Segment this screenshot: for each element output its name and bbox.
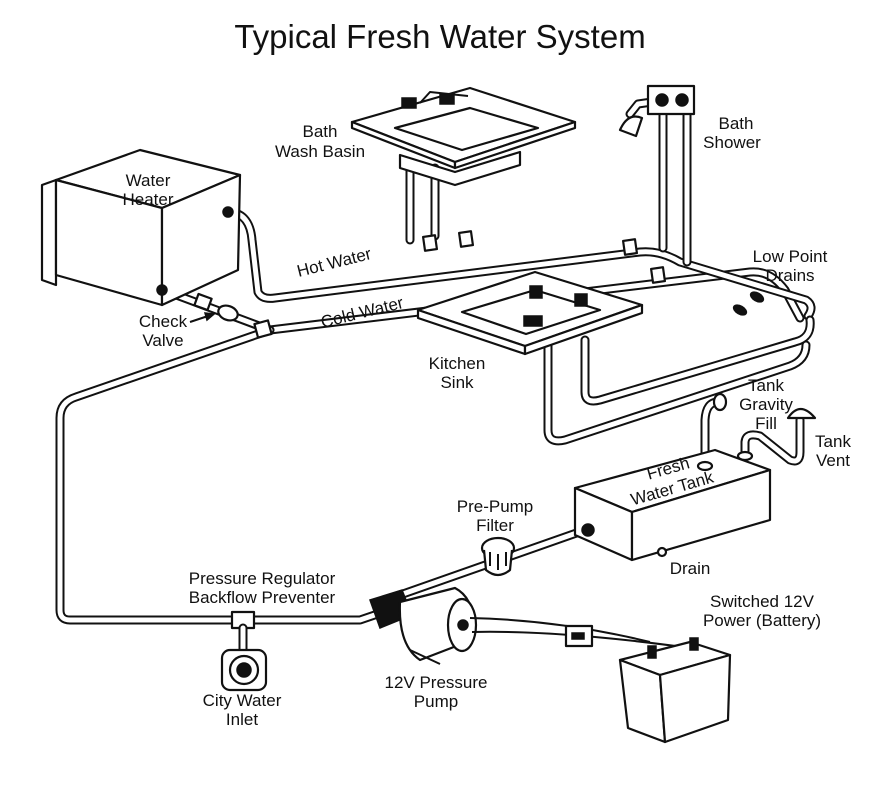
shower-head-icon	[618, 115, 644, 138]
tee-fitting	[621, 238, 639, 256]
filter-ribs	[489, 552, 507, 570]
sink-faucet-icon	[574, 293, 588, 307]
cold-main-pipe-inner	[57, 269, 803, 623]
tee-fitting	[457, 230, 475, 248]
pressure-pump-label-2: Pump	[414, 692, 458, 711]
pipe-network	[55, 97, 816, 625]
sink-spout-icon	[523, 315, 543, 327]
sink-bowl	[460, 288, 602, 336]
pressure-regulator	[230, 610, 256, 655]
switch-toggle-icon	[571, 632, 585, 640]
pre-pump-filter-label-2: Filter	[476, 516, 514, 535]
gravity-fill-label-2: Gravity	[739, 395, 793, 414]
drain-label: Drain	[670, 559, 711, 578]
check-valve-label-2: Valve	[142, 331, 183, 350]
positive-wire	[469, 617, 651, 643]
low-point-drains-label-1: Low Point	[753, 247, 828, 266]
tank-vent-label-2: Vent	[816, 451, 850, 470]
hot-water-pipe-inner	[227, 209, 814, 319]
city-water-inlet-label-2: Inlet	[226, 710, 258, 729]
bath-shower-label-2: Shower	[703, 133, 761, 152]
sink-faucet-icon	[529, 285, 543, 299]
pre-pump-filter	[480, 536, 516, 577]
tee-fitting	[649, 266, 667, 284]
page-title: Typical Fresh Water System	[234, 18, 645, 55]
tee-fitting	[253, 319, 273, 339]
tank-vent-pipe-inner	[742, 417, 803, 464]
pressure-regulator-label-2: Backflow Preventer	[189, 588, 336, 607]
cold-inlet-icon	[156, 284, 168, 296]
water-heater-label-2: Heater	[122, 190, 173, 209]
battery-side	[658, 653, 732, 744]
basin-spout	[419, 91, 469, 104]
basin-underside	[398, 150, 522, 187]
battery-terminal-icon	[647, 645, 657, 659]
tank-vent-cap-icon	[786, 407, 817, 420]
pre-pump-filter-label-1: Pre-Pump	[457, 497, 534, 516]
basin-faucet-icon	[439, 93, 455, 105]
basin-bowl	[393, 106, 540, 152]
tank-fill-fitting	[696, 460, 714, 472]
pipe-fittings	[193, 230, 667, 339]
inlet-connector-icon	[236, 662, 252, 678]
kitchen-loop-pipe-lower-inner	[545, 342, 809, 444]
tee-fitting	[421, 234, 439, 252]
pressure-regulator-label-1: Pressure Regulator	[189, 569, 336, 588]
hot-water-label: Hot Water	[295, 244, 374, 281]
check-valve	[217, 304, 239, 322]
shower-handle-icon	[675, 93, 689, 107]
bath-shower	[618, 84, 696, 138]
tank-vent-label-1: Tank	[815, 432, 851, 451]
kitchen-sink-label-2: Sink	[440, 373, 474, 392]
pressure-pump-label-1: 12V Pressure	[385, 673, 488, 692]
gravity-fill-label-1: Tank	[748, 376, 784, 395]
kitchen-sink-label-1: Kitchen	[429, 354, 486, 373]
tank-drain-icon	[656, 546, 668, 558]
water-heater-flange	[40, 178, 58, 287]
drain-valve-icon	[732, 304, 748, 316]
gravity-fill-label-3: Fill	[755, 414, 777, 433]
pressure-pump	[369, 586, 478, 665]
check-valve-arrow-icon	[203, 312, 216, 322]
kitchen-loop-pipe-inner	[582, 317, 813, 404]
power-wiring	[469, 617, 691, 649]
tank-vent-fitting	[736, 450, 754, 462]
water-heater-label-1: Water	[126, 171, 171, 190]
water-heater	[40, 148, 242, 307]
low-point-drains-label-2: Drains	[765, 266, 814, 285]
labels: Typical Fresh Water System Water Heater …	[122, 18, 851, 729]
shower-handle-icon	[655, 93, 669, 107]
city-water-inlet-label-1: City Water	[203, 691, 282, 710]
basin-counter-edge-right	[453, 120, 577, 170]
cold-water-label: Cold Water	[319, 293, 406, 332]
battery-terminal-icon	[689, 637, 699, 651]
gravity-fill-cap-icon	[712, 392, 728, 412]
pump-shaft-icon	[457, 619, 469, 631]
kitchen-sink	[416, 270, 644, 356]
check-valve-icon	[217, 304, 239, 322]
bath-basin-label-1: Bath	[303, 122, 338, 141]
sink-counter-edge-right	[523, 303, 644, 356]
switched-power-label-2: Power (Battery)	[703, 611, 821, 630]
hot-outlet-icon	[222, 206, 234, 218]
bath-basin-label-2: Wash Basin	[275, 142, 365, 161]
union-fitting	[193, 292, 213, 312]
tank-side	[630, 468, 772, 562]
battery	[618, 637, 732, 744]
bath-wash-basin	[350, 86, 577, 187]
city-water-inlet	[220, 648, 268, 692]
leader-lines	[189, 312, 216, 323]
water-heater-side	[160, 173, 242, 307]
basin-faucet-icon	[401, 97, 417, 109]
pump-base	[409, 649, 441, 665]
bath-shower-label-1: Bath	[719, 114, 754, 133]
low-point-drain-valves	[732, 291, 765, 316]
tank-outlet-icon	[581, 523, 595, 537]
drain-valve-icon	[749, 291, 765, 303]
check-valve-label-1: Check	[139, 312, 188, 331]
switched-power-label-1: Switched 12V	[710, 592, 815, 611]
fresh-water-tank	[573, 392, 817, 562]
